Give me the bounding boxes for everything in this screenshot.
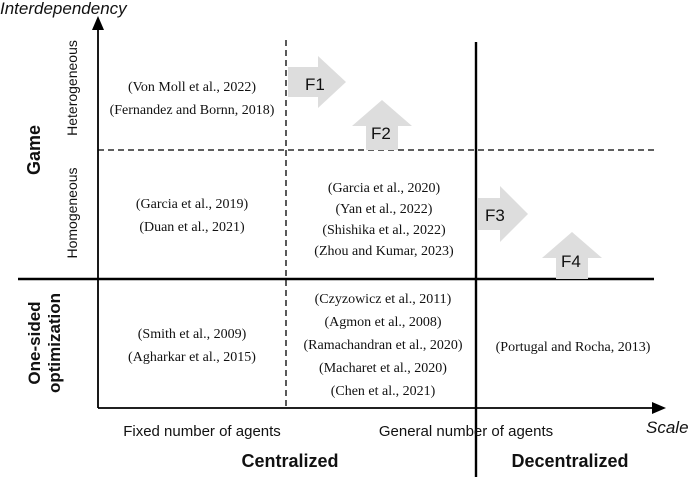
arrow-f1: F1 [288,56,346,108]
row-label-heterogeneous: Heterogeneous [64,40,80,136]
arrow-f2-label: F2 [371,124,391,143]
citation: (Agmon et al., 2008) [324,315,441,330]
citation: (Zhou and Kumar, 2023) [314,244,454,259]
citation: (Portugal and Rocha, 2013) [496,340,651,355]
citation: (Ramachandran et al., 2020) [304,338,463,353]
citation: (Agharkar et al., 2015) [128,350,256,365]
citation: (Smith et al., 2009) [138,327,247,342]
row-label-optimization: optimization [45,293,64,393]
x-axis-arrowhead [652,402,666,414]
citation: (Garcia et al., 2019) [136,197,249,212]
row-label-game: Game [24,125,44,175]
citation: (Fernandez and Bornn, 2018) [110,103,275,118]
citation: (Shishika et al., 2022) [322,223,446,238]
citation: (Chen et al., 2021) [331,384,436,399]
column-label-general: General number of agents [379,423,553,440]
citation: (Von Moll et al., 2022) [128,80,256,95]
arrow-f2: F2 [352,100,412,150]
x-axis-title: Scale [646,418,689,437]
arrow-f4-label: F4 [561,252,581,271]
row-label-homogeneous: Homogeneous [64,167,80,258]
arrow-f4: F4 [542,232,602,279]
arrow-f1-label: F1 [305,75,325,94]
citation: (Duan et al., 2021) [139,220,245,235]
column-label-decentralized: Decentralized [511,451,628,471]
column-label-centralized: Centralized [241,451,338,471]
arrow-f3: F3 [478,186,528,242]
column-label-fixed: Fixed number of agents [123,423,281,440]
citation: (Garcia et al., 2020) [328,181,441,196]
citation: (Macharet et al., 2020) [319,361,447,376]
row-label-one-sided: One-sided [25,301,44,384]
citation: (Yan et al., 2022) [336,202,433,217]
y-axis-arrowhead [92,16,104,30]
citation: (Czyzowicz et al., 2011) [315,292,452,307]
y-axis-title: Interdependency [0,0,128,18]
arrow-f3-label: F3 [485,206,505,225]
